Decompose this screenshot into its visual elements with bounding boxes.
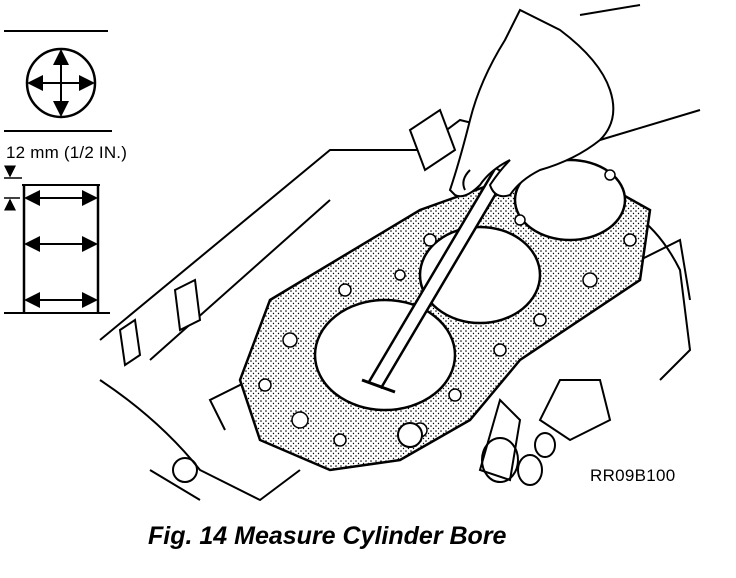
engine-block-drawing [99,108,692,502]
cylinder-bore-3 [513,158,627,242]
figure-caption: Fig. 14 Measure Cylinder Bore [148,522,507,550]
bore-cross-section-icon [4,30,112,132]
cylinder-deck [238,158,652,472]
drawing-code: RR09B100 [590,466,676,485]
measurement-label: 12 mm (1/2 IN.) [6,143,128,162]
bore-side-view-icon [3,165,110,314]
hand-drawing [448,4,701,198]
